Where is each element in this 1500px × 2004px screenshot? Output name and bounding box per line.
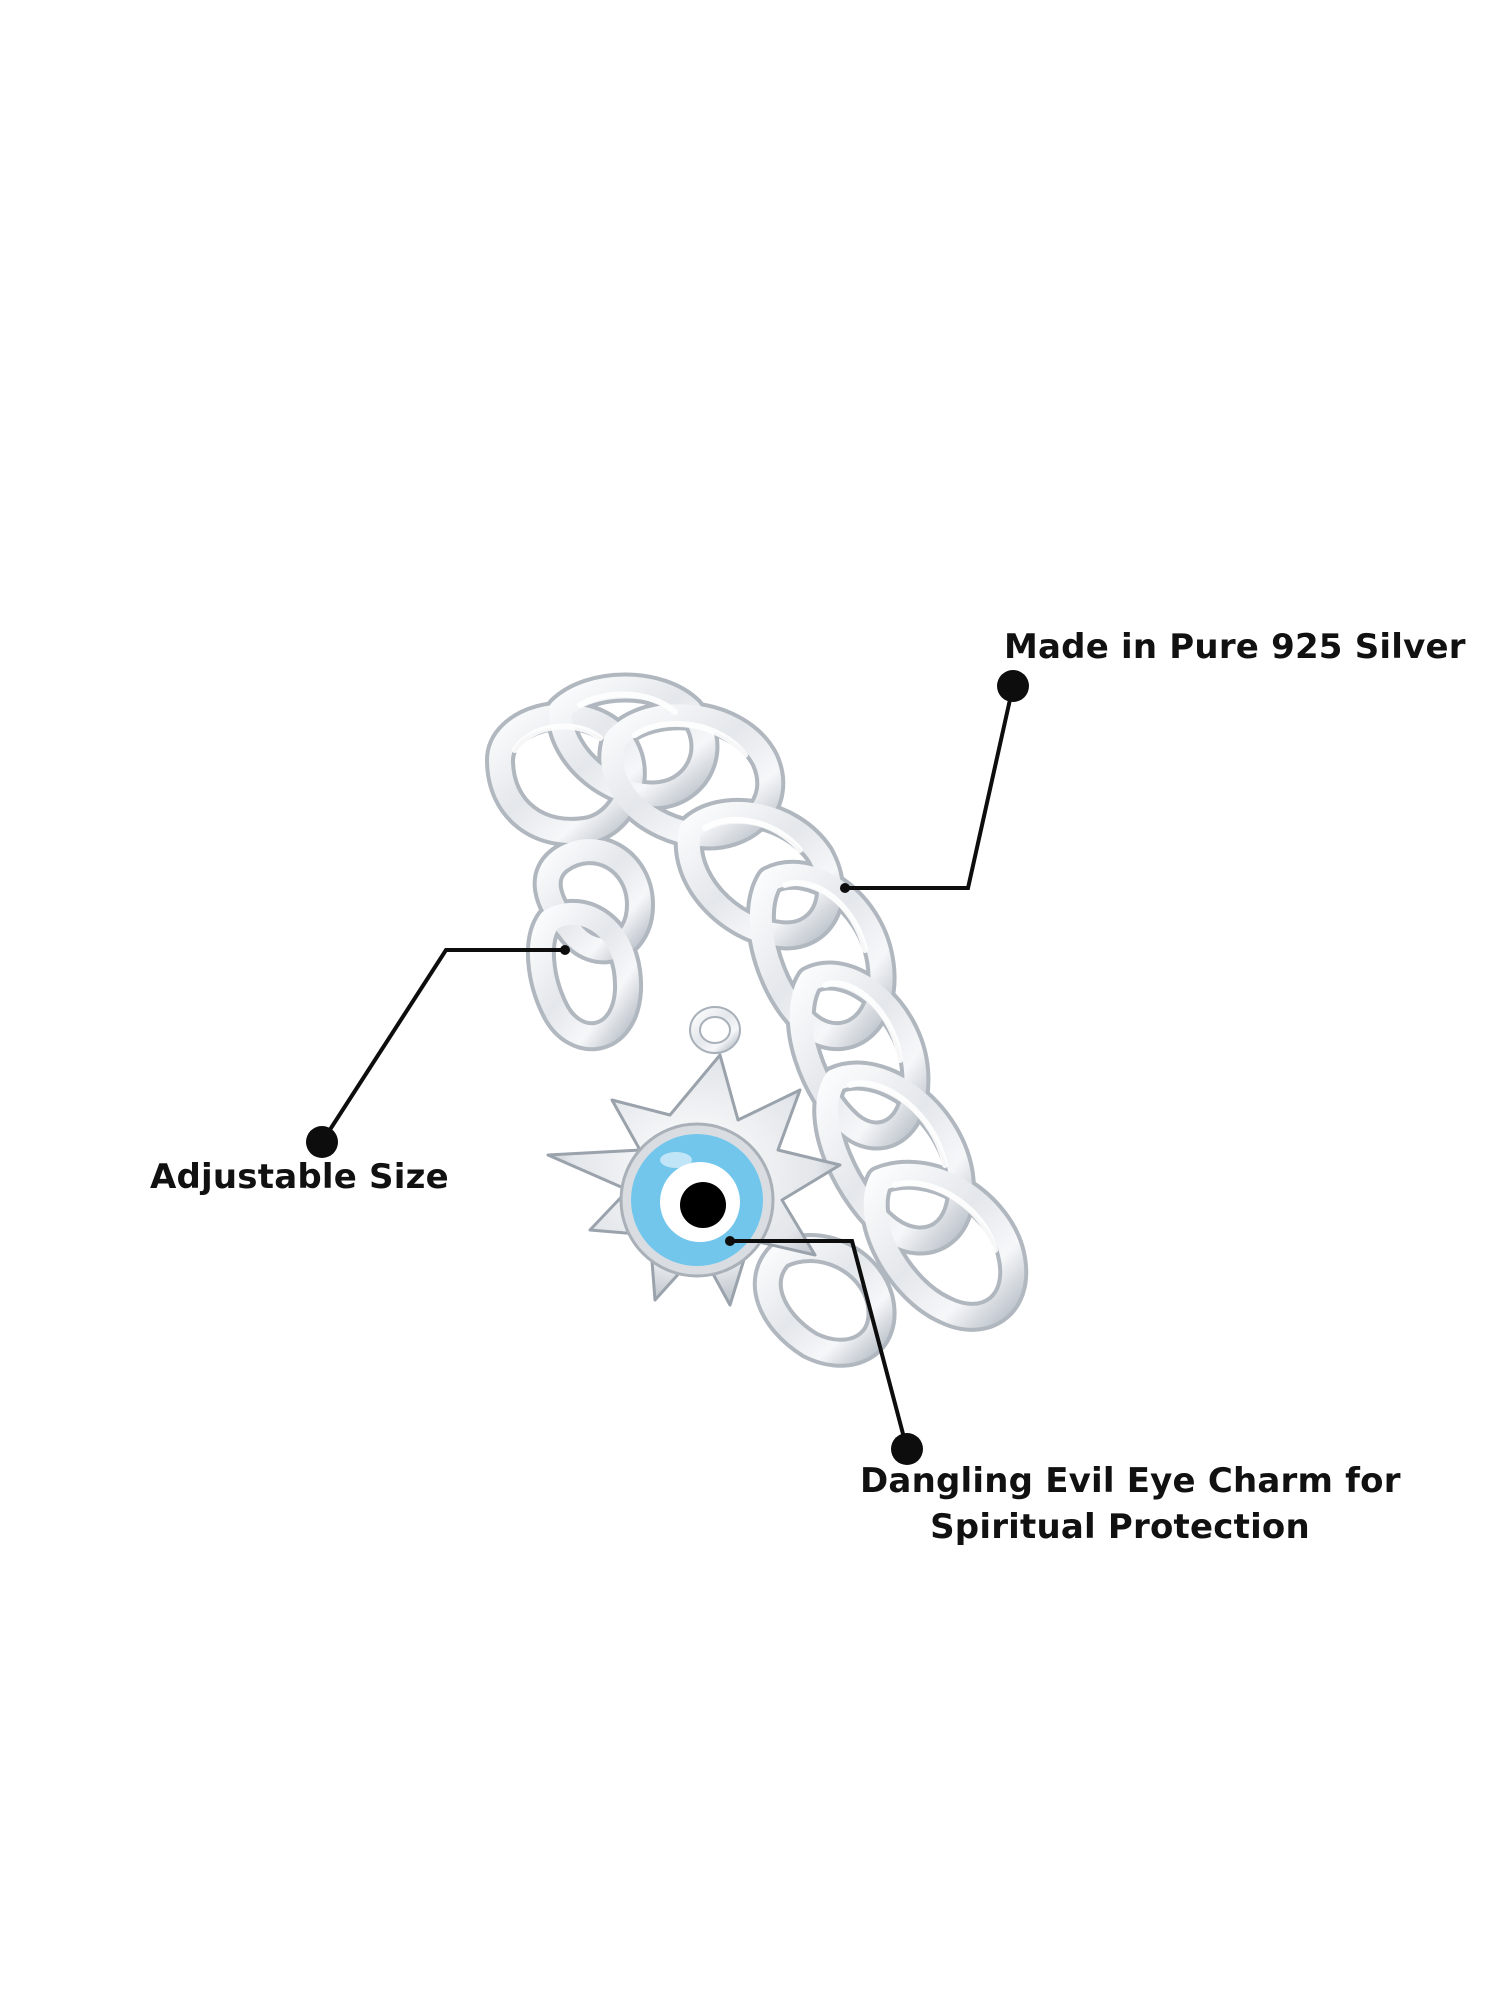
- callout-label-silver: Made in Pure 925 Silver: [1004, 627, 1466, 667]
- callout-label-adjustable-size: Adjustable Size: [150, 1157, 449, 1197]
- marker-dot-size: [306, 1126, 338, 1158]
- marker-dot-silver: [997, 670, 1029, 702]
- marker-dot-charm: [891, 1433, 923, 1465]
- callout-label-charm-line2: Spiritual Protection: [930, 1507, 1310, 1547]
- evil-eye-icon: [619, 1122, 775, 1278]
- anchor-dot-size: [560, 945, 570, 955]
- charm-bail: [689, 1006, 741, 1054]
- callout-silver-pointer: [840, 670, 1029, 893]
- callout-label-charm-line1: Dangling Evil Eye Charm for: [860, 1461, 1401, 1501]
- callout-charm-pointer: [725, 1236, 923, 1465]
- callout-label-evil-eye-charm: Dangling Evil Eye Charm for Spiritual Pr…: [860, 1458, 1401, 1550]
- chain-ring: [485, 672, 1029, 1368]
- star-charm: [546, 1053, 842, 1307]
- callout-size-pointer: [306, 945, 570, 1158]
- anchor-dot-charm: [725, 1236, 735, 1246]
- anchor-dot-silver: [840, 883, 850, 893]
